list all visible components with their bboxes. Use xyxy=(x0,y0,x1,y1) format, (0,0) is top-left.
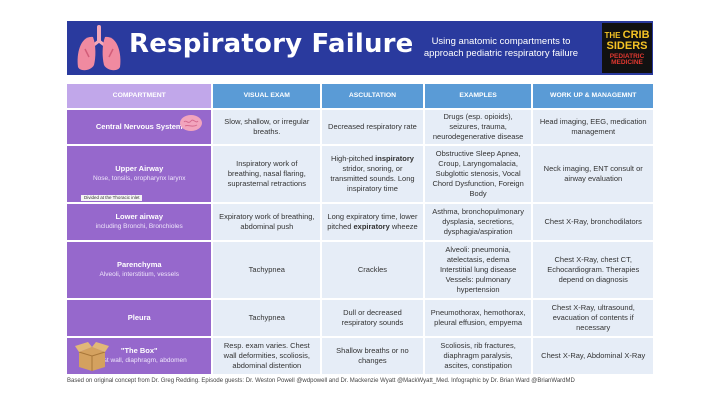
page-title: Respiratory Failure xyxy=(129,29,414,59)
visual-exam-cell: Tachypnea xyxy=(213,300,321,336)
footer-credits: Based on original concept from Dr. Greg … xyxy=(67,378,575,384)
workup-cell: Chest X-Ray, bronchodilators xyxy=(533,204,653,240)
thoracic-inlet-note: Divided at the Thoracic inlet xyxy=(81,195,143,201)
table-row: "The Box" Chest wall, diaphragm, abdomen… xyxy=(67,338,653,374)
visual-exam-cell: Resp. exam varies. Chest wall deformitie… xyxy=(213,338,321,374)
compartment-cell: Pleura xyxy=(67,300,212,336)
column-header: COMPARTMENT xyxy=(67,84,212,108)
visual-exam-cell: Expiratory work of breathing, abdominal … xyxy=(213,204,321,240)
compartment-cell: Central Nervous System xyxy=(67,110,212,144)
examples-cell: Drugs (esp. opioids), seizures, trauma, … xyxy=(424,110,532,144)
header-banner: Respiratory Failure Using anatomic compa… xyxy=(67,21,653,75)
column-header: EXAMPLES xyxy=(424,84,532,108)
compartment-cell: Upper Airway Nose, tonsils, oropharynx l… xyxy=(67,146,212,202)
column-header: ASCULTATION xyxy=(322,84,423,108)
workup-cell: Neck imaging, ENT consult or airway eval… xyxy=(533,146,653,202)
examples-cell: Pneumothorax, hemothorax, pleural effusi… xyxy=(424,300,532,336)
auscultation-cell: Long expiratory time, lower pitched expi… xyxy=(322,204,423,240)
workup-cell: Head imaging, EEG, medication management xyxy=(533,110,653,144)
auscultation-cell: Decreased respiratory rate xyxy=(322,110,423,144)
auscultation-cell: Dull or decreased respiratory sounds xyxy=(322,300,423,336)
column-header: VISUAL EXAM xyxy=(213,84,321,108)
visual-exam-cell: Tachypnea xyxy=(213,242,321,298)
table-header-row: COMPARTMENT VISUAL EXAM ASCULTATION EXAM… xyxy=(67,84,653,108)
brain-icon xyxy=(180,115,203,131)
table-row: Pleura Tachypnea Dull or decreased respi… xyxy=(67,300,653,336)
workup-cell: Chest X-Ray, ultrasound, evacuation of c… xyxy=(533,300,653,336)
visual-exam-cell: Slow, shallow, or irregular breaths. xyxy=(213,110,321,144)
table-row: Central Nervous System Slow, shallow, or… xyxy=(67,110,653,144)
table-row: Upper Airway Nose, tonsils, oropharynx l… xyxy=(67,146,653,202)
lungs-icon xyxy=(77,25,121,71)
table-row: Lower airway including Bronchi, Bronchio… xyxy=(67,204,653,240)
page-subtitle: Using anatomic compartments to approach … xyxy=(423,36,579,59)
workup-cell: Chest X-Ray, Abdominal X-Ray xyxy=(533,338,653,374)
workup-cell: Chest X-Ray, chest CT, Echocardiogram. T… xyxy=(533,242,653,298)
column-header: WORK UP & MANAGEMNT xyxy=(533,84,653,108)
cribsiders-logo: THE CRIB SIDERS PEDIATRIC MEDICINE xyxy=(602,23,652,73)
cardboard-box-icon xyxy=(75,342,109,371)
table-row: Parenchyma Alveoli, interstitium, vessel… xyxy=(67,242,653,298)
compartment-table: COMPARTMENT VISUAL EXAM ASCULTATION EXAM… xyxy=(67,84,653,376)
auscultation-cell: Shallow breaths or no changes xyxy=(322,338,423,374)
examples-cell: Alveoli: pneumonia, atelectasis, edema I… xyxy=(424,242,532,298)
auscultation-cell: Crackles xyxy=(322,242,423,298)
visual-exam-cell: Inspiratory work of breathing, nasal fla… xyxy=(213,146,321,202)
auscultation-cell: High-pitched inspiratory stridor, snorin… xyxy=(322,146,423,202)
examples-cell: Obstructive Sleep Apnea, Croup, Laryngom… xyxy=(424,146,532,202)
compartment-cell: Parenchyma Alveoli, interstitium, vessel… xyxy=(67,242,212,298)
compartment-cell: "The Box" Chest wall, diaphragm, abdomen xyxy=(67,338,212,374)
examples-cell: Scoliosis, rib fractures, diaphragm para… xyxy=(424,338,532,374)
examples-cell: Asthma, bronchopulmonary dysplasia, secr… xyxy=(424,204,532,240)
compartment-cell: Lower airway including Bronchi, Bronchio… xyxy=(67,204,212,240)
